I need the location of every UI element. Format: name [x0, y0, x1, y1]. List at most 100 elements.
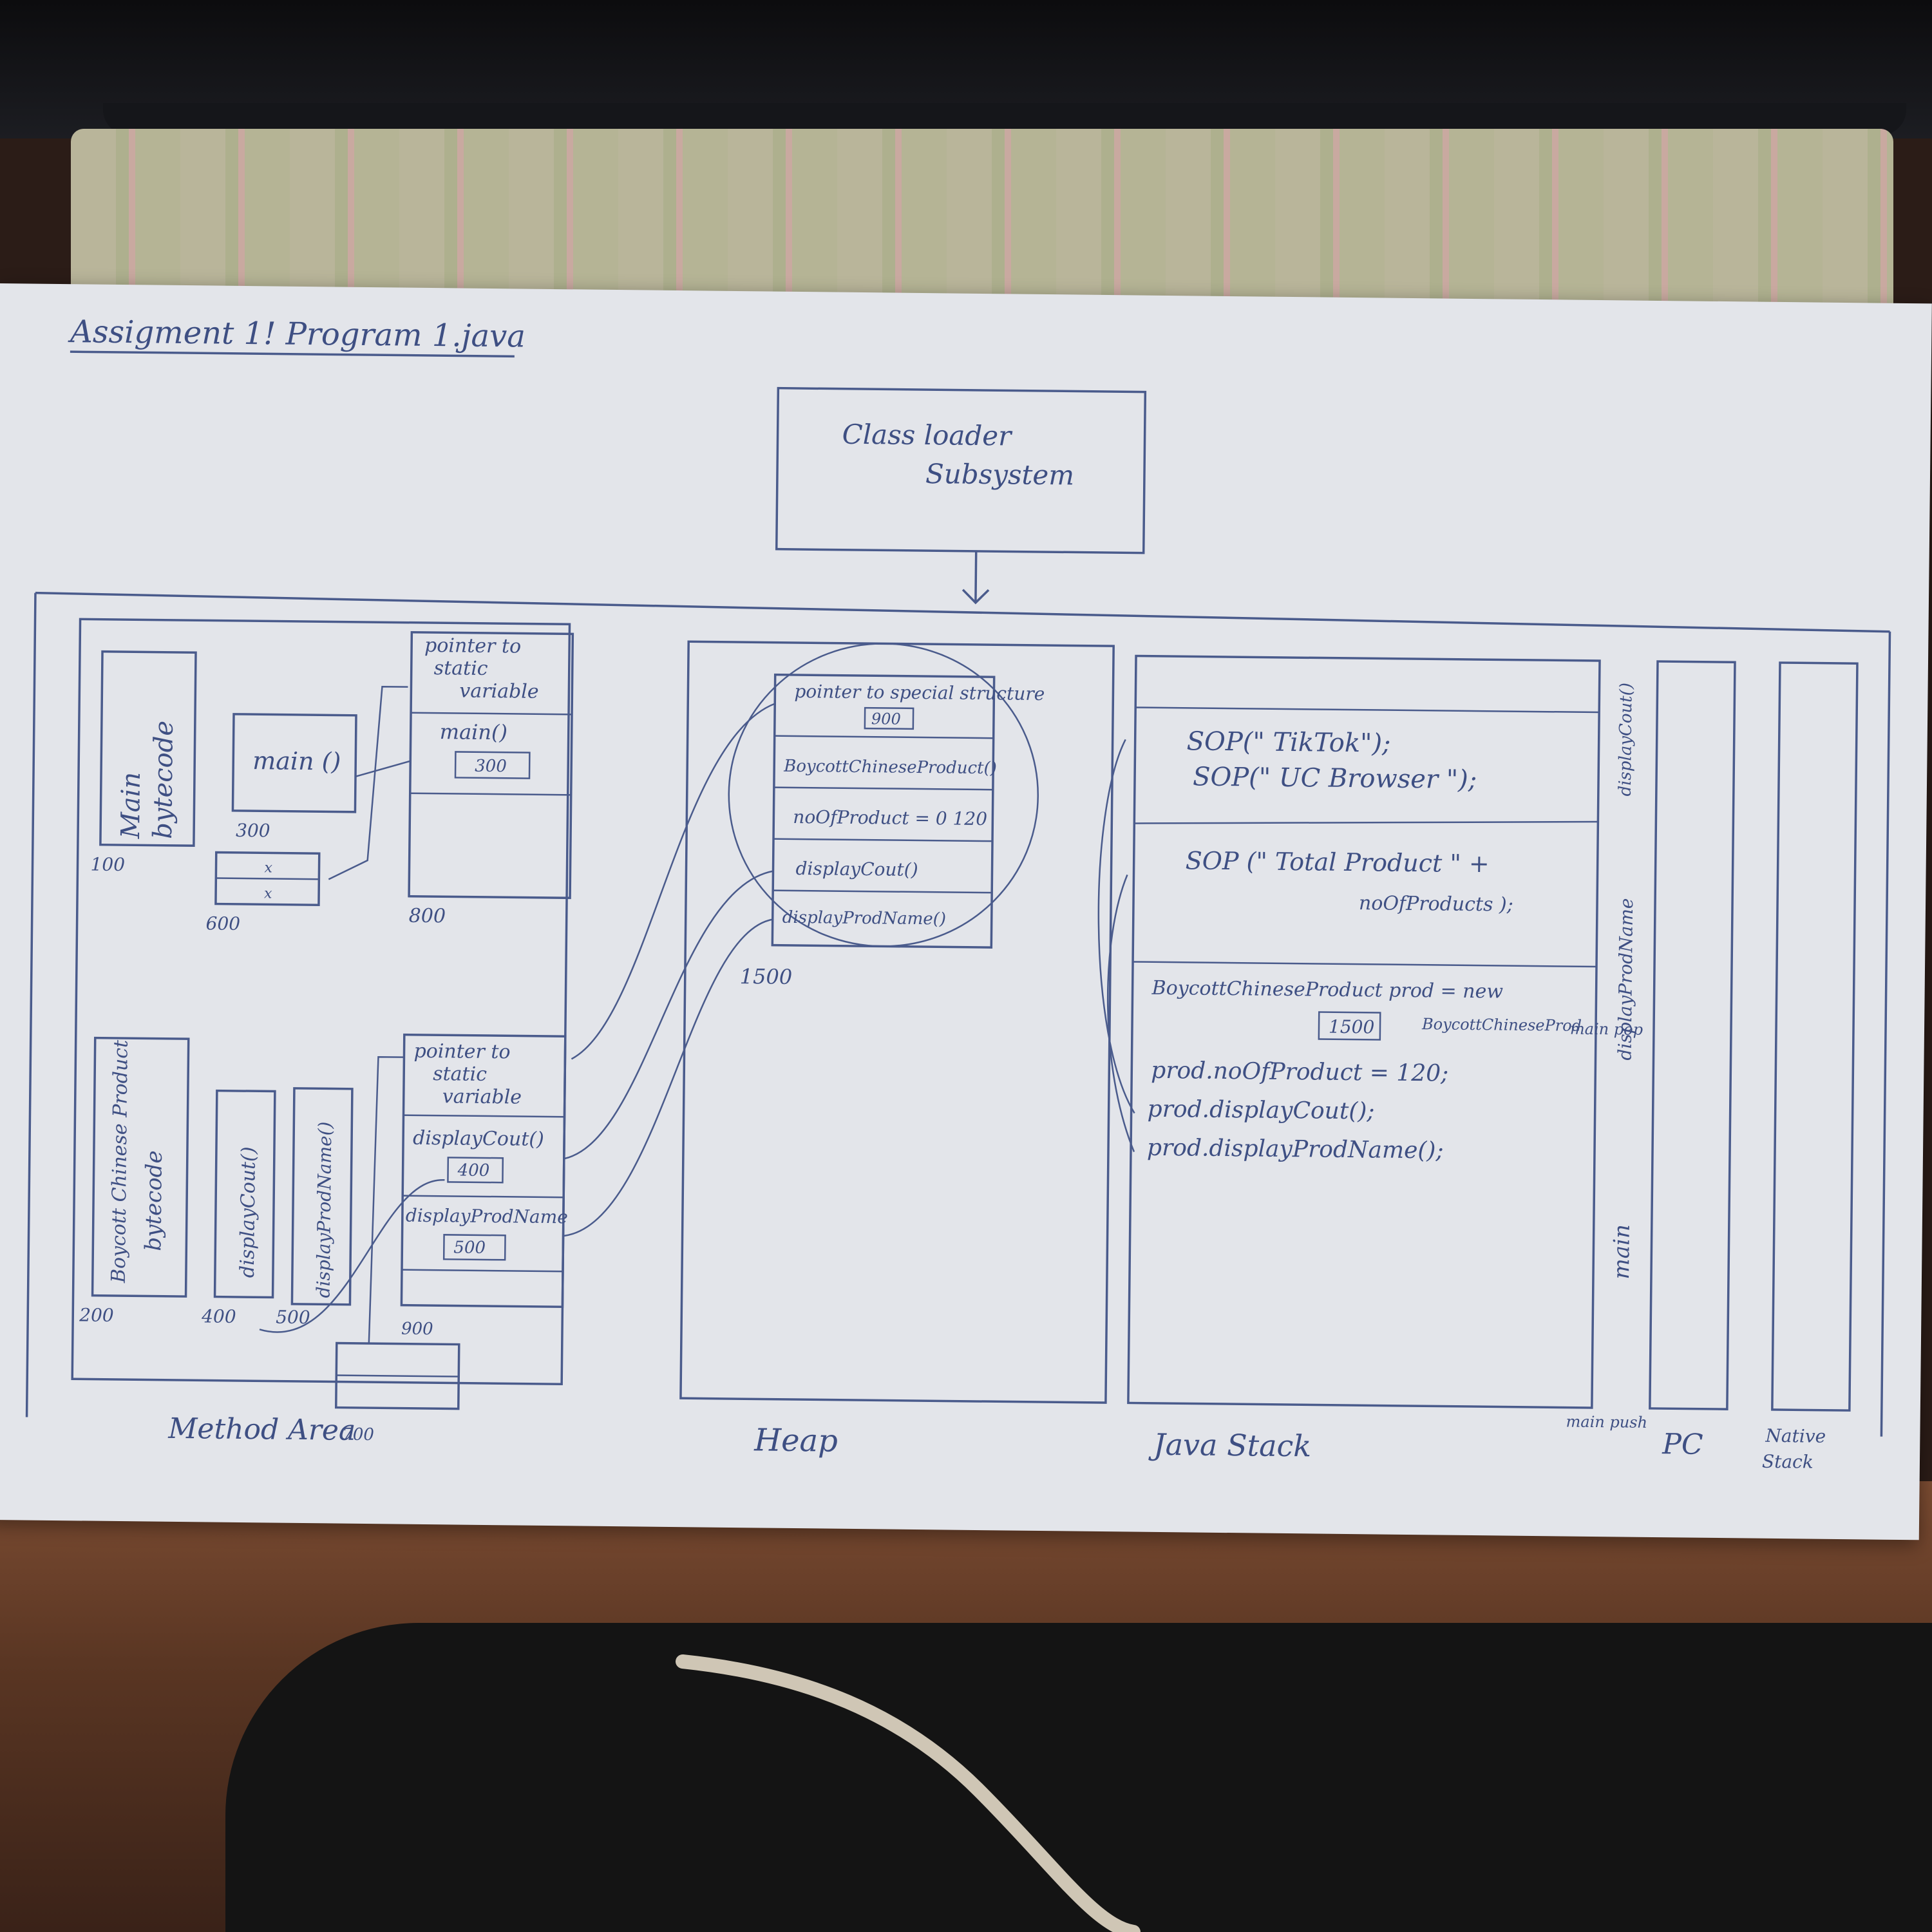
- heap-row-3: noOfProduct = 0 120: [793, 806, 987, 829]
- bcp-bytecode-address: 200: [79, 1304, 114, 1326]
- heap-label: Heap: [753, 1422, 838, 1459]
- title-underline: [70, 350, 515, 358]
- stack-main-line5: prod.displayProdName();: [1147, 1135, 1444, 1164]
- stack-frame2-line2: noOfProducts );: [1359, 892, 1513, 916]
- main-table-pointer-2: static: [434, 657, 488, 680]
- main-fn-box: [231, 713, 357, 813]
- laptop-body: [0, 0, 1932, 138]
- main-table-ref-box: [454, 751, 531, 779]
- black-cloth: [225, 1623, 1932, 1932]
- loader-arrow-head: [961, 589, 990, 605]
- stack-call-arrow-1: [1097, 739, 1135, 1114]
- title: Assigment 1! Program 1.java: [68, 314, 526, 354]
- special-ref: 900: [871, 710, 901, 728]
- bcp-method-table: [400, 1033, 567, 1309]
- static-var-x1: x: [264, 860, 272, 876]
- arrow-display-prod-name-heap: [563, 918, 773, 1237]
- heap-row-2: BoycottChineseProduct(): [783, 757, 997, 778]
- main-table-ref: 300: [475, 757, 507, 777]
- stack-side-label-2: displayCout(): [1616, 683, 1636, 797]
- static-var-x2: x: [264, 886, 272, 902]
- heap-row-4: displayCout(): [795, 858, 918, 880]
- main-fn-address: 300: [236, 820, 270, 842]
- main-bytecode-label-2: bytecode: [148, 721, 179, 839]
- bcp-table-ref-2: 500: [453, 1238, 486, 1258]
- static-var-address: 600: [205, 913, 240, 934]
- arrow-display-count: [259, 1179, 445, 1333]
- bcp-bytecode-label-2: bytecode: [140, 1150, 167, 1251]
- bcp-table-ref-1: 400: [457, 1161, 489, 1181]
- class-loader-box: [775, 386, 1147, 554]
- runtime-area-left-line: [25, 592, 37, 1417]
- stack-frame-divider-2: [1133, 961, 1597, 968]
- pc-box: [1649, 660, 1736, 1410]
- heap-row-1: pointer to special structure: [794, 681, 1045, 705]
- main-table-method: main(): [440, 719, 508, 744]
- paper-sheet: Assigment 1! Program 1.java Class loader…: [0, 283, 1932, 1540]
- bcp-table-ref-1-box: [447, 1157, 504, 1184]
- display-count-label: displayCout(): [236, 1146, 260, 1278]
- main-table-divider-2: [410, 792, 571, 796]
- main-table-pointer-1: pointer to: [424, 634, 521, 658]
- bcp-table-ref-2-box: [442, 1234, 506, 1261]
- bcp-table-method-2: displayProdName: [406, 1205, 568, 1228]
- stack-frame1-line2: SOP(" UC Browser ");: [1193, 762, 1477, 795]
- main-method-table: [408, 630, 574, 900]
- display-count-box: [213, 1089, 276, 1299]
- arrow-main-ref: [355, 760, 411, 778]
- arrow-special-structure: [571, 703, 775, 1060]
- heap-divider-3: [773, 838, 993, 842]
- arrow-bcp-static: [368, 1056, 404, 1344]
- display-prod-name-box: [290, 1087, 354, 1306]
- stack-frame1-line1: SOP(" TikTok");: [1186, 726, 1390, 758]
- special-ref-box: [864, 706, 914, 730]
- heap-divider-4: [773, 889, 992, 894]
- stack-frame-top: [1135, 706, 1600, 714]
- main-bytecode-box: [99, 650, 197, 847]
- stack-call-arrow-2: [1106, 874, 1135, 1152]
- method-area-label: Method Area: [167, 1412, 355, 1447]
- runtime-area-top-line: [35, 591, 1890, 633]
- bcp-table-method-1: displayCout(): [413, 1127, 544, 1151]
- heap-object-address: 1500: [740, 964, 793, 989]
- class-loader-label-2: Subsystem: [925, 458, 1075, 491]
- static-var-bcp-address: 700: [342, 1425, 374, 1445]
- display-count-address: 400: [201, 1305, 236, 1327]
- bcp-table-pointer-2: static: [433, 1063, 487, 1086]
- bcp-bytecode-box: [91, 1036, 190, 1298]
- static-var-divider: [216, 877, 319, 880]
- main-table-address: 800: [409, 905, 446, 928]
- java-stack-label: Java Stack: [1148, 1427, 1312, 1464]
- bcp-table-pointer-3: variable: [442, 1085, 522, 1108]
- stack-main-line2: BoycottChineseProd: [1421, 1015, 1582, 1035]
- stack-side-label-1: displayProdName: [1615, 898, 1638, 1060]
- bcp-table-divider-2: [402, 1195, 564, 1198]
- pc-label: PC: [1662, 1428, 1703, 1461]
- stack-main-ref: 1500: [1329, 1016, 1375, 1038]
- stack-main-line4: prod.displayCout();: [1147, 1096, 1374, 1125]
- heap-divider-2: [773, 786, 993, 791]
- arrow-display-count-heap: [564, 870, 773, 1160]
- display-prod-name-label: displayProdName(): [313, 1121, 336, 1298]
- java-stack-box: [1127, 654, 1601, 1409]
- main-bytecode-address: 100: [90, 854, 125, 876]
- stack-side-label-main: main: [1609, 1224, 1635, 1280]
- heap-object: [771, 673, 996, 949]
- arrow-main-static: [328, 685, 408, 880]
- static-var-bcp-divider: [336, 1374, 459, 1378]
- bcp-table-divider-3: [401, 1269, 563, 1273]
- runtime-area-right-line: [1880, 631, 1891, 1437]
- heap-box: [679, 640, 1115, 1404]
- bcp-table-pointer-1: pointer to: [413, 1040, 510, 1064]
- stack-frame2-line1: SOP (" Total Product " +: [1185, 846, 1490, 878]
- main-bytecode-label-1: Main: [116, 772, 146, 840]
- native-stack-label-1: Native: [1765, 1425, 1826, 1447]
- stack-main-ref-box: [1318, 1011, 1381, 1041]
- bcp-table-address: 900: [401, 1320, 433, 1340]
- native-stack-box: [1771, 661, 1859, 1412]
- stack-side-label-push: main push: [1566, 1413, 1647, 1432]
- stack-frame-divider-1: [1134, 820, 1598, 824]
- main-table-divider-1: [411, 712, 573, 715]
- main-fn-label: main (): [252, 746, 341, 775]
- heap-row-5: displayProdName(): [782, 908, 947, 929]
